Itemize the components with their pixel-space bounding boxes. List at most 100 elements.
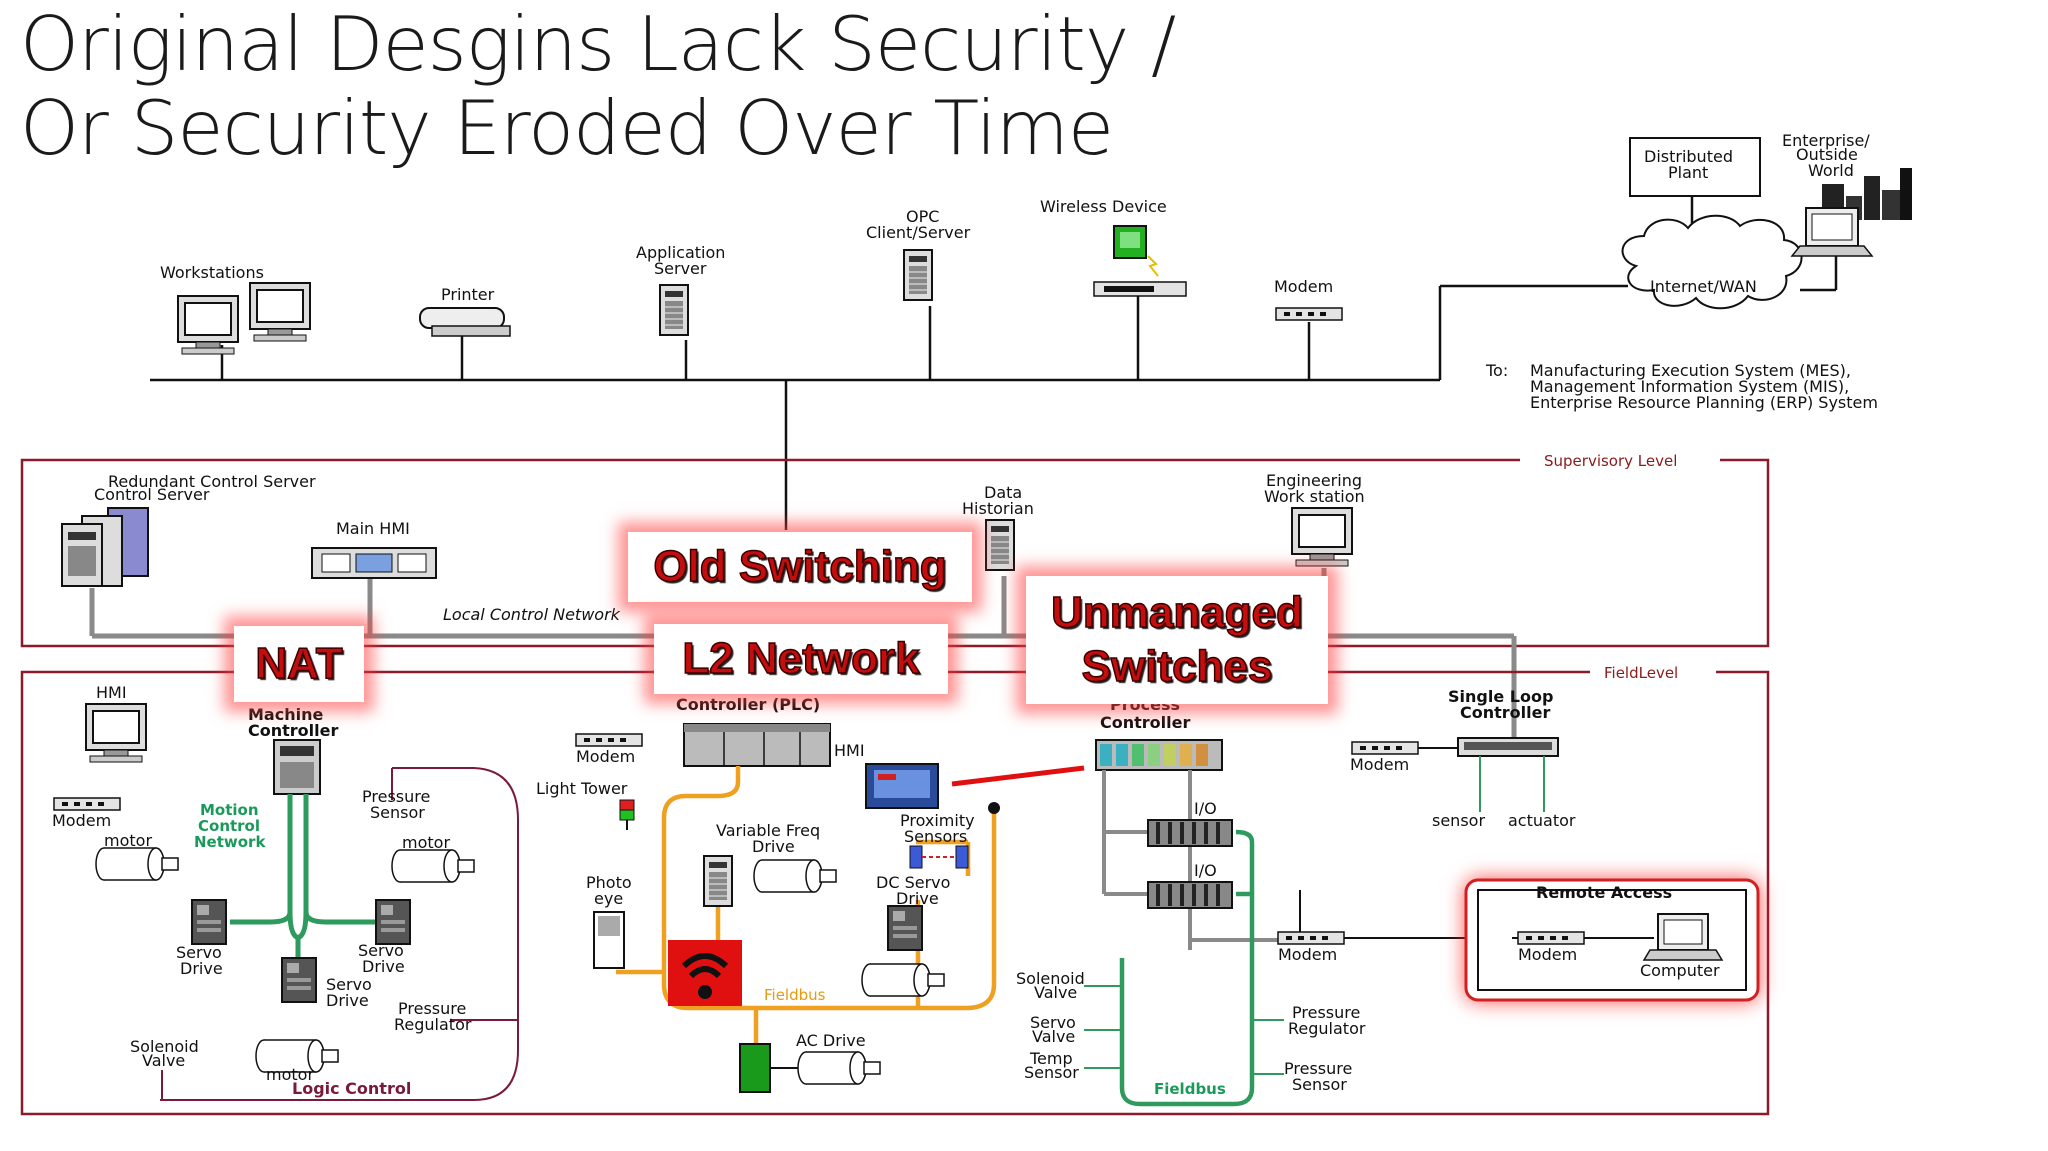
callout-unmanaged-switches: Unmanaged Switches: [1026, 576, 1328, 704]
motor-a-label: motor: [104, 831, 152, 850]
modem-field-icon: [1277, 931, 1345, 945]
process-ctrl-label-2: Controller: [1100, 713, 1190, 732]
enterprise-label-1: Enterprise/: [1782, 131, 1870, 150]
opc-label-2: Client/Server: [866, 223, 971, 242]
io-label-2: I/O: [1194, 861, 1217, 880]
sensor-label: sensor: [1432, 811, 1485, 830]
nat-text: NAT: [255, 638, 344, 689]
motion-label-1: Motion: [200, 801, 259, 819]
engineering-workstation-icon: [1291, 507, 1353, 567]
motion-label-3: Network: [194, 833, 266, 851]
mis-label: Management Information System (MIS),: [1530, 377, 1849, 396]
pressure-sensor-r-label-2: Sensor: [1292, 1075, 1347, 1094]
eng-ws-label-1: Engineering: [1266, 471, 1362, 490]
enterprise-label-3: World: [1808, 161, 1854, 180]
computer-icon: [1642, 913, 1724, 961]
old-switching-text: Old Switching: [653, 541, 948, 592]
redundant-label: Redundant Control Server: [108, 472, 316, 491]
opc-label-1: OPC: [906, 207, 939, 226]
title-line-2: Or Security Eroded Over Time: [20, 84, 1114, 172]
single-loop-label-2: Controller: [1460, 703, 1550, 722]
motor-b-icon: [391, 849, 475, 883]
prox-label-2: Sensors: [904, 827, 967, 846]
solenoid-label-2: Valve: [142, 1051, 185, 1070]
logic-control-label: Logic Control: [292, 1079, 411, 1098]
servo-drive-a-icon: [191, 899, 227, 945]
photo-label-1: Photo: [586, 873, 632, 892]
single-loop-label-1: Single Loop: [1448, 687, 1553, 706]
enterprise-network: [150, 196, 1838, 530]
modem-remote-icon: [1517, 931, 1585, 945]
unmanaged-text-1: Unmanaged: [1050, 587, 1303, 638]
servo-drive-c-icon: [281, 957, 317, 1003]
workstations-icon: [177, 282, 311, 355]
title-line-1: Original Desgins Lack Security /: [20, 0, 1176, 88]
page-title: Original Desgins Lack Security / Or Secu…: [20, 0, 1176, 172]
motion-label-2: Control: [198, 817, 260, 835]
io-label-1: I/O: [1194, 799, 1217, 818]
wireless-device-icon: [1093, 225, 1187, 297]
vfd-label-1: Variable Freq: [716, 821, 820, 840]
callout-old-switching: Old Switching: [628, 532, 972, 602]
main-hmi-label: Main HMI: [336, 519, 410, 538]
printer-label: Printer: [441, 285, 495, 304]
dc-servo-label-1: DC Servo: [876, 873, 950, 892]
modem-field-label: Modem: [1278, 945, 1337, 964]
proximity-sensors-icon: [909, 845, 969, 869]
modem-sl-label: Modem: [1350, 755, 1409, 774]
printer-icon: [419, 307, 511, 337]
distributed-label-1: Distributed: [1644, 147, 1733, 166]
laptop-icon: [1790, 207, 1874, 257]
hmi-plc-label: HMI: [834, 741, 865, 760]
opc-server-icon: [903, 249, 933, 301]
pressure-sensor-r-label-1: Pressure: [1284, 1059, 1352, 1078]
local-network-label: Local Control Network: [443, 605, 621, 624]
fieldbus-b-label: Fieldbus: [1154, 1080, 1226, 1098]
main-hmi-icon: [311, 547, 437, 579]
remote-access-box: [1464, 878, 1760, 1002]
wifi-icon: [668, 940, 742, 1006]
data-historian-icon: [985, 519, 1015, 571]
distributed-plant-box: [1629, 137, 1761, 197]
vfd-label-2: Drive: [752, 837, 795, 856]
servo-c-label-2: Drive: [326, 991, 369, 1010]
process-controller-icon: [1095, 739, 1223, 771]
modem-top-icon: [1275, 307, 1343, 321]
photo-eye-icon: [593, 911, 625, 969]
servo-a-label-2: Drive: [180, 959, 223, 978]
io-module-2-icon: [1146, 880, 1234, 910]
fieldbus-b: [1119, 829, 1255, 1107]
modem-plc-icon: [575, 733, 643, 747]
modem-plc-label: Modem: [576, 747, 635, 766]
remote-access-label: Remote Access: [1536, 883, 1672, 902]
modem-remote-label: Modem: [1518, 945, 1577, 964]
servo-valve-label-1: Servo: [1030, 1013, 1076, 1032]
app-server-label-1: Application: [636, 243, 725, 262]
plc-label: Controller (PLC): [676, 695, 820, 714]
prox-label-1: Proximity: [900, 811, 975, 830]
servo-b-label-1: Servo: [358, 941, 404, 960]
modem-left-label: Modem: [52, 811, 111, 830]
servo-valve-label-2: Valve: [1032, 1027, 1075, 1046]
distributed-label-2: Plant: [1668, 163, 1708, 182]
hmi-left-icon: [85, 703, 147, 763]
to-label: To:: [1485, 361, 1508, 380]
servo-a-label-1: Servo: [176, 943, 222, 962]
hmi-left-label: HMI: [96, 683, 127, 702]
pressure-reg-r-label-2: Regulator: [1288, 1019, 1366, 1038]
pressure-sensor-label-1: Pressure: [362, 787, 430, 806]
single-loop-controller-icon: [1457, 737, 1559, 757]
mes-label: Manufacturing Execution System (MES),: [1530, 361, 1851, 380]
control-server-label: Control Server: [94, 485, 210, 504]
pressure-reg-label-2: Regulator: [394, 1015, 472, 1034]
io-module-1-icon: [1146, 818, 1234, 848]
servo-c-label-1: Servo: [326, 975, 372, 994]
light-tower-icon: [619, 799, 635, 830]
hmi-panel-icon: [865, 763, 939, 809]
modem-single-loop-icon: [1351, 741, 1419, 755]
machine-ctrl-label-2: Controller: [248, 721, 338, 740]
light-tower-label: Light Tower: [536, 779, 628, 798]
unmanaged-text-2: Switches: [1081, 641, 1273, 692]
unmanaged-link: [951, 765, 1085, 787]
solenoid-label-1: Solenoid: [130, 1037, 199, 1056]
